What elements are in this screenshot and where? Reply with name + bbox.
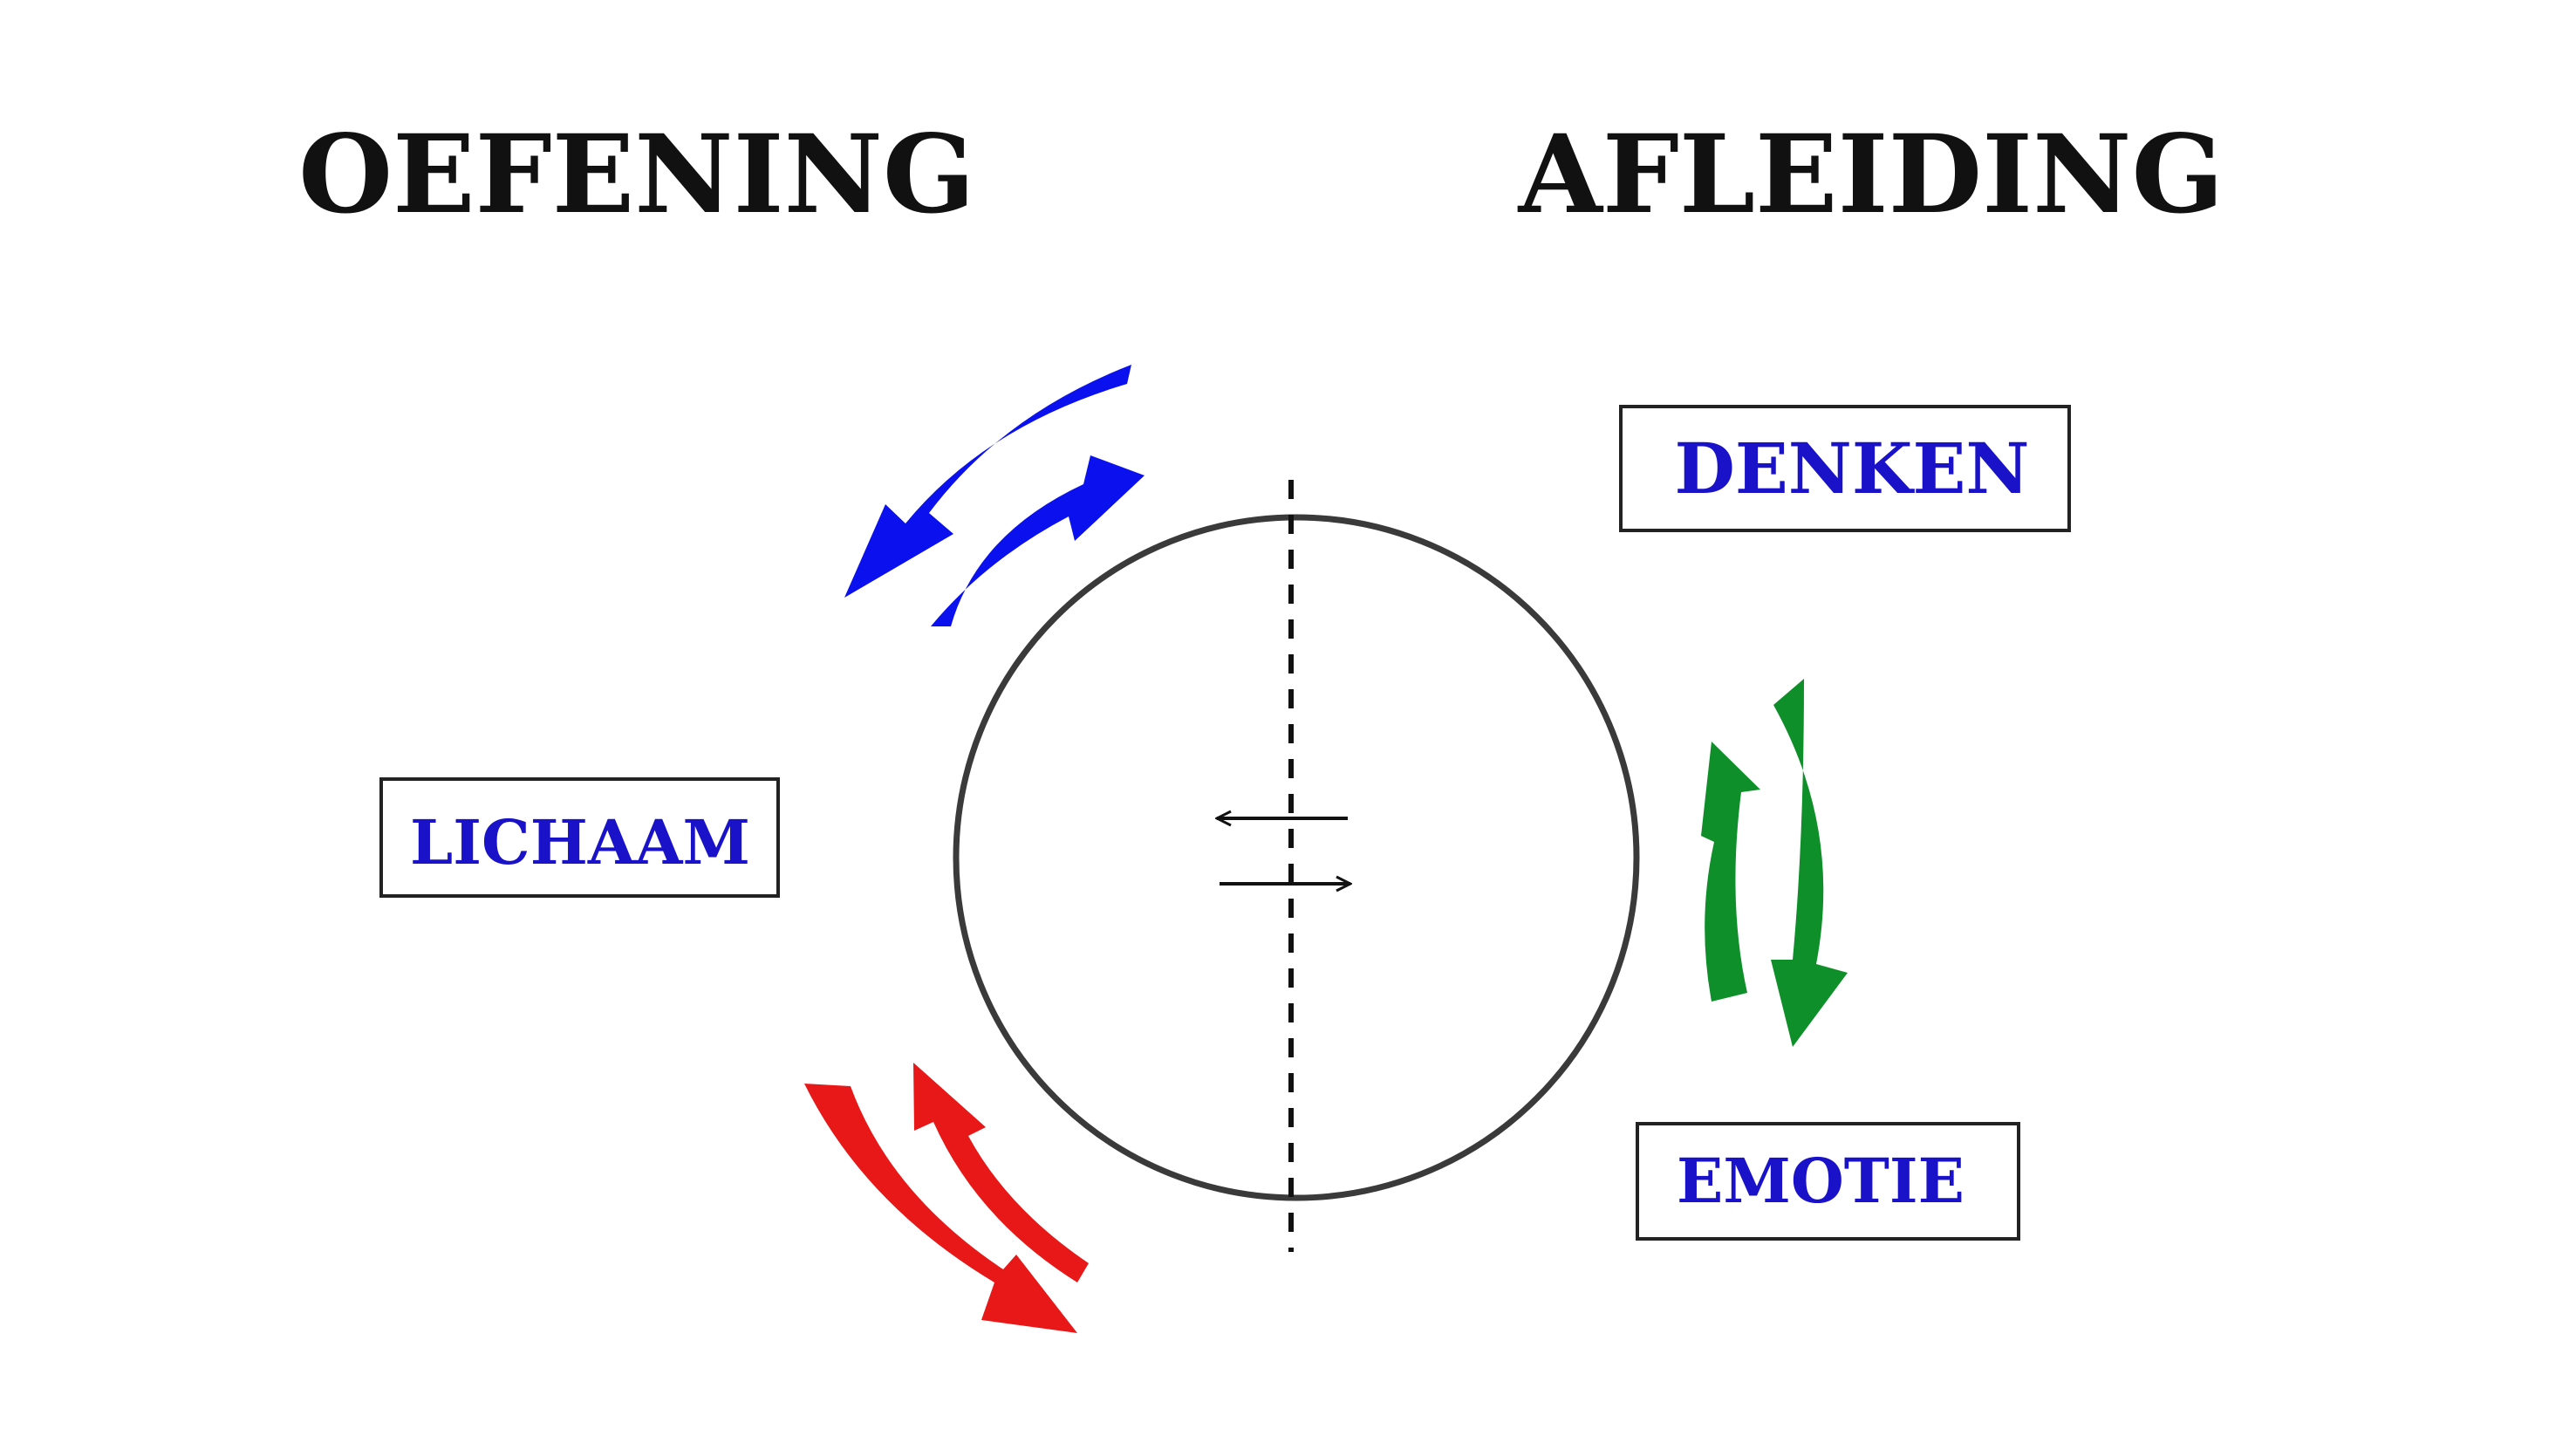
center-circle — [953, 514, 1640, 1201]
green-arrow-down-icon — [1771, 679, 1848, 1047]
label-lichaam-text: LICHAAM — [410, 806, 750, 879]
label-lichaam: LICHAAM — [379, 777, 780, 898]
blue-double-curved-arrows-icon — [844, 365, 1145, 626]
green-arrow-up-icon — [1701, 742, 1760, 1002]
label-lichaam-box — [379, 777, 780, 898]
blue-arrow-outer-icon — [844, 365, 1131, 598]
exchange-arrows-icon — [1217, 818, 1350, 884]
label-denken-box — [1619, 405, 2071, 532]
blue-arrow-inner-icon — [931, 455, 1145, 626]
green-double-curved-arrows-icon — [1701, 679, 1848, 1047]
red-arrow-outer-icon — [804, 1084, 1077, 1333]
red-arrow-inner-icon — [913, 1063, 1089, 1282]
red-double-curved-arrows-icon — [804, 1063, 1089, 1333]
label-denken: DENKEN — [1619, 405, 2071, 532]
label-emotie-text: EMOTIE — [1677, 1145, 1964, 1217]
heading-afleiding: AFLEIDING — [1518, 112, 2224, 238]
label-emotie-box — [1636, 1122, 2020, 1241]
label-emotie: EMOTIE — [1636, 1122, 2020, 1241]
label-denken-text: DENKEN — [1674, 427, 2029, 509]
heading-oefening: OEFENING — [298, 112, 975, 238]
